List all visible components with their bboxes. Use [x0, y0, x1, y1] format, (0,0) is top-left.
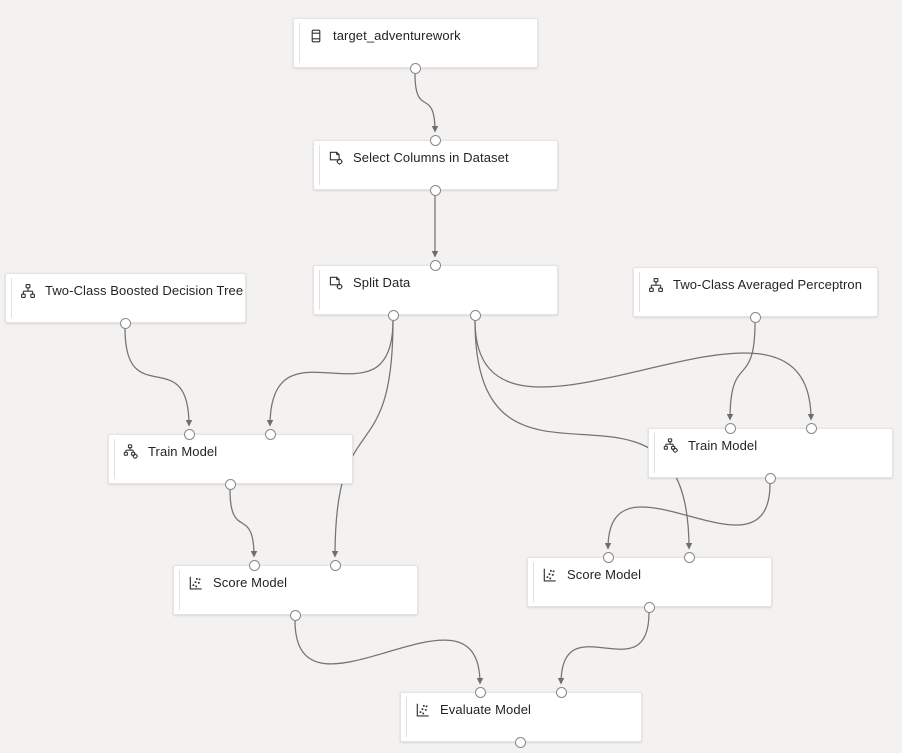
node-body: Train Model [663, 438, 884, 454]
dataset-columns-icon [328, 150, 344, 166]
dataset-columns-icon [328, 275, 344, 291]
node-label: Train Model [688, 438, 758, 453]
algorithm-tree-icon [20, 283, 36, 299]
score-model-icon [188, 575, 204, 591]
output-port-split-data-0[interactable] [387, 309, 399, 321]
pipeline-node-score-model-left[interactable]: Score Model [173, 565, 418, 615]
edge-train-model-left-to-score-model-left[interactable] [229, 489, 258, 558]
node-body: Train Model [123, 444, 344, 460]
node-accent-bar [11, 278, 12, 318]
output-port-score-model-left-0[interactable] [289, 609, 301, 621]
input-port-evaluate-model-0[interactable] [474, 686, 486, 698]
pipeline-node-score-model-right[interactable]: Score Model [527, 557, 772, 607]
output-port-select-columns-in-dataset-0[interactable] [429, 184, 441, 196]
node-accent-bar [654, 433, 655, 473]
node-body: Split Data [328, 275, 549, 291]
output-port-two-class-boosted-decision-tree-0[interactable] [119, 317, 131, 329]
node-body: Two-Class Averaged Perceptron [648, 277, 869, 293]
edge-split-data-to-train-model-right[interactable] [474, 320, 815, 421]
edge-two-class-averaged-perceptron-to-train-model-right[interactable] [726, 322, 756, 421]
input-port-train-model-left-0[interactable] [183, 428, 195, 440]
node-label: Evaluate Model [440, 702, 532, 717]
input-port-split-data-0[interactable] [429, 259, 441, 271]
score-model-icon [415, 702, 431, 718]
pipeline-node-two-class-boosted-decision-tree[interactable]: Two-Class Boosted Decision Tree [5, 273, 246, 323]
edge-score-model-right-to-evaluate-model[interactable] [557, 612, 650, 685]
output-port-train-model-right-0[interactable] [764, 472, 776, 484]
node-body: Two-Class Boosted Decision Tree [20, 283, 243, 299]
input-port-train-model-right-0[interactable] [724, 422, 736, 434]
input-port-train-model-right-1[interactable] [805, 422, 817, 434]
pipeline-node-two-class-averaged-perceptron[interactable]: Two-Class Averaged Perceptron [633, 267, 878, 317]
train-model-icon [123, 444, 139, 460]
pipeline-node-train-model-right[interactable]: Train Model [648, 428, 893, 478]
node-accent-bar [114, 439, 115, 479]
node-label: Two-Class Boosted Decision Tree [45, 283, 244, 298]
input-port-score-model-left-1[interactable] [329, 559, 341, 571]
node-label: Score Model [567, 567, 642, 582]
pipeline-node-train-model-left[interactable]: Train Model [108, 434, 353, 484]
input-port-evaluate-model-1[interactable] [555, 686, 567, 698]
edge-two-class-boosted-decision-tree-to-train-model-left[interactable] [124, 328, 193, 427]
node-accent-bar [639, 272, 640, 312]
node-label: Split Data [353, 275, 411, 290]
node-body: Select Columns in Dataset [328, 150, 549, 166]
input-port-train-model-left-1[interactable] [264, 428, 276, 440]
pipeline-node-select-columns-in-dataset[interactable]: Select Columns in Dataset [313, 140, 558, 190]
node-accent-bar [533, 562, 534, 602]
database-icon [308, 28, 324, 44]
node-accent-bar [319, 145, 320, 185]
output-port-two-class-averaged-perceptron-0[interactable] [749, 311, 761, 323]
node-accent-bar [319, 270, 320, 310]
output-port-target-adventurework-0[interactable] [409, 62, 421, 74]
input-port-select-columns-in-dataset-0[interactable] [429, 134, 441, 146]
node-body: target_adventurework [308, 28, 529, 44]
node-label: Train Model [148, 444, 218, 459]
input-port-score-model-right-0[interactable] [602, 551, 614, 563]
node-accent-bar [406, 697, 407, 737]
output-port-split-data-1[interactable] [469, 309, 481, 321]
node-body: Score Model [188, 575, 409, 591]
input-port-score-model-right-1[interactable] [683, 551, 695, 563]
score-model-icon [542, 567, 558, 583]
node-accent-bar [299, 23, 300, 63]
pipeline-node-target-adventurework[interactable]: target_adventurework [293, 18, 538, 68]
algorithm-tree-icon [648, 277, 664, 293]
train-model-icon [663, 438, 679, 454]
node-label: Two-Class Averaged Perceptron [673, 277, 863, 292]
output-port-evaluate-model-0[interactable] [514, 736, 526, 748]
edge-target-adventurework-to-select-columns-in-dataset[interactable] [414, 73, 439, 133]
pipeline-node-evaluate-model[interactable]: Evaluate Model [400, 692, 642, 742]
node-body: Evaluate Model [415, 702, 633, 718]
node-label: Score Model [213, 575, 288, 590]
input-port-score-model-left-0[interactable] [248, 559, 260, 571]
edge-train-model-right-to-score-model-right[interactable] [604, 483, 771, 550]
node-label: Select Columns in Dataset [353, 150, 509, 165]
output-port-score-model-right-0[interactable] [643, 601, 655, 613]
edge-score-model-left-to-evaluate-model[interactable] [294, 620, 484, 685]
edge-split-data-to-train-model-left[interactable] [266, 320, 394, 427]
node-label: target_adventurework [333, 28, 461, 43]
output-port-train-model-left-0[interactable] [224, 478, 236, 490]
node-body: Score Model [542, 567, 763, 583]
node-accent-bar [179, 570, 180, 610]
pipeline-node-split-data[interactable]: Split Data [313, 265, 558, 315]
